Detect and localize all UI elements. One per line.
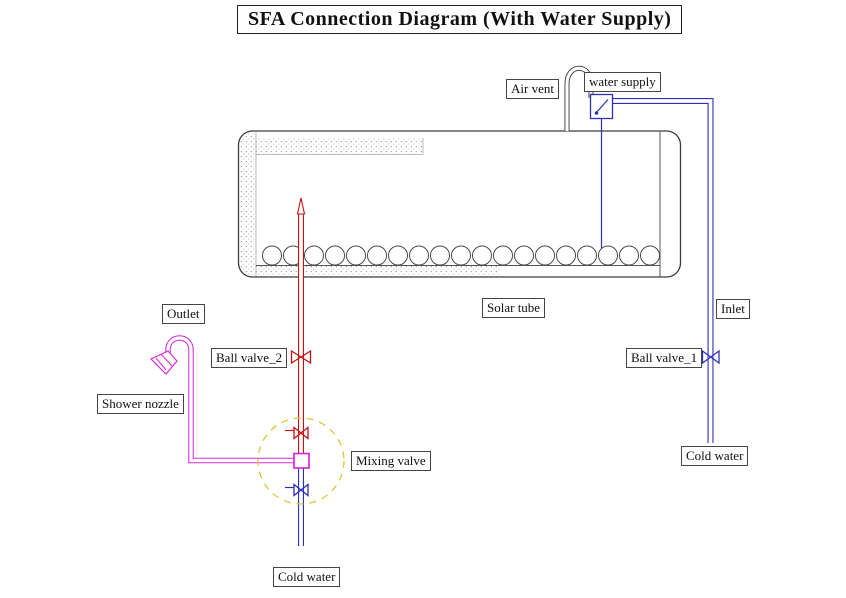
- label-shower-nozzle: Shower nozzle: [97, 394, 184, 415]
- solar-tubes: [262, 245, 660, 266]
- label-cold-water-bottom: Cold water: [273, 567, 341, 588]
- label-inlet: Inlet: [716, 299, 750, 320]
- ball-valve-1-symbol: [701, 349, 720, 365]
- tank-inner-lines: [256, 131, 661, 277]
- label-air-vent: Air vent: [506, 79, 559, 100]
- cold-inline-valve-symbol: [285, 483, 309, 497]
- water-supply-valve: [589, 93, 614, 120]
- label-solar-tube: Solar tube: [482, 298, 546, 319]
- label-mixing-valve: Mixing valve: [351, 451, 431, 472]
- label-water-supply: water supply: [584, 72, 661, 93]
- diagram-title: SFA Connection Diagram (With Water Suppl…: [237, 5, 683, 34]
- hot-water-pipe: [296, 197, 306, 454]
- shower-head: [149, 350, 178, 375]
- ball-valve-2-symbol: [290, 349, 312, 365]
- highlight-circle: [257, 417, 345, 505]
- tank-shell-edges: [255, 132, 424, 277]
- label-cold-water-right: Cold water: [681, 446, 749, 467]
- hot-drain-valve-symbol: [285, 426, 309, 440]
- label-ball-valve-1: Ball valve_1: [626, 348, 703, 369]
- tank-shell-hatch: [239, 132, 500, 277]
- label-ball-valve-2: Ball valve_2: [211, 348, 288, 369]
- label-outlet: Outlet: [162, 304, 205, 325]
- mixing-valve-symbol: [293, 452, 310, 469]
- hot-pipe-tip: [296, 197, 306, 215]
- mixed-water-pipe: [165, 335, 295, 464]
- tank-body: [237, 130, 682, 278]
- cold-water-pipe-right: [613, 98, 714, 443]
